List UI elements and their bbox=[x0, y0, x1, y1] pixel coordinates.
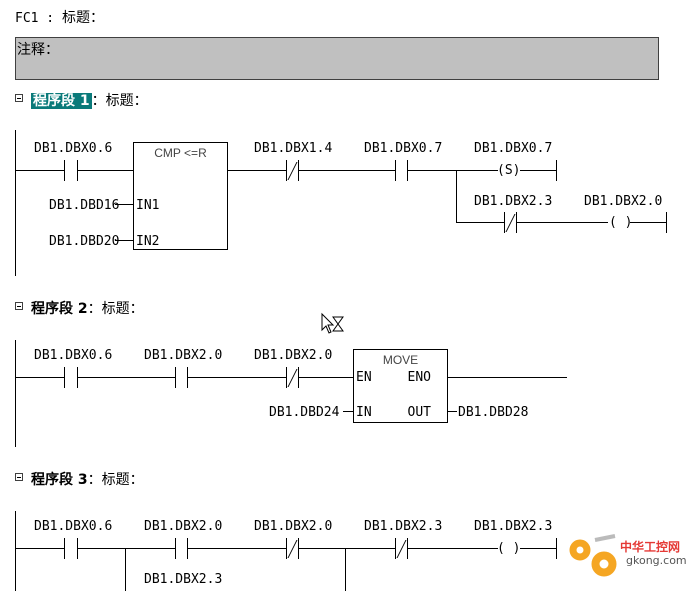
n2-contact-1-operand[interactable]: DB1.DBX0.6 bbox=[34, 348, 113, 363]
n2-move-box[interactable]: MOVE EN ENO IN OUT bbox=[353, 349, 448, 423]
comment-label: 注释： bbox=[17, 42, 59, 58]
gkong-watermark-logo: 中华工控网 gkong.com bbox=[560, 528, 700, 591]
n2-move-out-operand[interactable]: DB1.DBD28 bbox=[458, 405, 529, 420]
block-name: FC1 bbox=[15, 11, 39, 26]
watermark-cn: 中华工控网 bbox=[620, 540, 681, 554]
n3-contact-3-operand[interactable]: DB1.DBX2.0 bbox=[254, 519, 333, 534]
watermark-en: gkong.com bbox=[626, 554, 687, 567]
n1-compare-box[interactable]: CMP <=R IN1 IN2 bbox=[133, 142, 228, 250]
network-2-number: 2 bbox=[77, 301, 88, 317]
n3-contact-4-operand[interactable]: DB1.DBX2.3 bbox=[364, 519, 443, 534]
block-header: FC1 : 标题： bbox=[15, 10, 104, 27]
n1-coil-output[interactable]: ( ) bbox=[609, 215, 633, 230]
gear-logo-icon bbox=[569, 534, 617, 577]
n1-branch-contact-operand[interactable]: DB1.DBX2.3 bbox=[474, 194, 553, 209]
block-sep: : bbox=[38, 11, 62, 26]
network-1-collapse-toggle[interactable] bbox=[15, 94, 23, 102]
hourglass-cursor-icon bbox=[321, 312, 344, 334]
n2-move-title: MOVE bbox=[382, 353, 419, 367]
network-3-label: 程序段 bbox=[31, 472, 73, 488]
n1-compare-title: CMP <=R bbox=[154, 146, 207, 160]
n1-branch-coil-operand[interactable]: DB1.DBX2.0 bbox=[584, 194, 663, 209]
n2-move-out-pin: OUT bbox=[407, 405, 431, 420]
network-3-title[interactable]: 程序段 3：标题： bbox=[31, 469, 144, 489]
n2-contact-3-operand[interactable]: DB1.DBX2.0 bbox=[254, 348, 333, 363]
network-2-collapse-toggle[interactable] bbox=[15, 302, 23, 310]
n3-contact-1-operand[interactable]: DB1.DBX0.6 bbox=[34, 519, 113, 534]
network-3-number: 3 bbox=[77, 472, 88, 488]
n1-contact-2-operand[interactable]: DB1.DBX1.4 bbox=[254, 141, 333, 156]
network-3-title-label: ：标题： bbox=[87, 472, 144, 488]
n1-cmp-in1-operand[interactable]: DB1.DBD16 bbox=[49, 198, 120, 213]
n2-move-en-pin: EN bbox=[356, 370, 372, 385]
n1-contact-1-operand[interactable]: DB1.DBX0.6 bbox=[34, 141, 113, 156]
n2-move-eno-pin: ENO bbox=[407, 370, 431, 385]
n2-move-in-pin: IN bbox=[356, 405, 372, 420]
n1-cmp-in2-operand[interactable]: DB1.DBD20 bbox=[49, 234, 120, 249]
n1-cmp-in1-pin: IN1 bbox=[136, 198, 160, 213]
block-comment-field[interactable]: 注释： bbox=[15, 37, 659, 80]
n1-contact-3-operand[interactable]: DB1.DBX0.7 bbox=[364, 141, 443, 156]
network-2-label: 程序段 bbox=[31, 301, 73, 317]
n2-contact-2-operand[interactable]: DB1.DBX2.0 bbox=[144, 348, 223, 363]
n3-coil-output[interactable]: ( ) bbox=[497, 541, 521, 556]
network-1-title-label: ：标题： bbox=[91, 93, 148, 109]
n2-move-in-operand[interactable]: DB1.DBD24 bbox=[269, 405, 340, 420]
n3-branch-contact-operand[interactable]: DB1.DBX2.3 bbox=[144, 572, 223, 587]
n1-coil-set[interactable]: (S) bbox=[497, 163, 521, 178]
network-2-title-label: ：标题： bbox=[87, 301, 144, 317]
network-1-title[interactable]: 程序段 1：标题： bbox=[31, 90, 148, 110]
n3-coil-operand[interactable]: DB1.DBX2.3 bbox=[474, 519, 553, 534]
network-3-collapse-toggle[interactable] bbox=[15, 473, 23, 481]
n1-coil-set-operand[interactable]: DB1.DBX0.7 bbox=[474, 141, 553, 156]
n3-contact-2-operand[interactable]: DB1.DBX2.0 bbox=[144, 519, 223, 534]
block-title-label[interactable]: 标题： bbox=[61, 10, 104, 26]
n1-cmp-in2-pin: IN2 bbox=[136, 234, 160, 249]
network-1-label-selected[interactable]: 程序段 1 bbox=[31, 93, 92, 109]
network-2-title[interactable]: 程序段 2：标题： bbox=[31, 298, 144, 318]
